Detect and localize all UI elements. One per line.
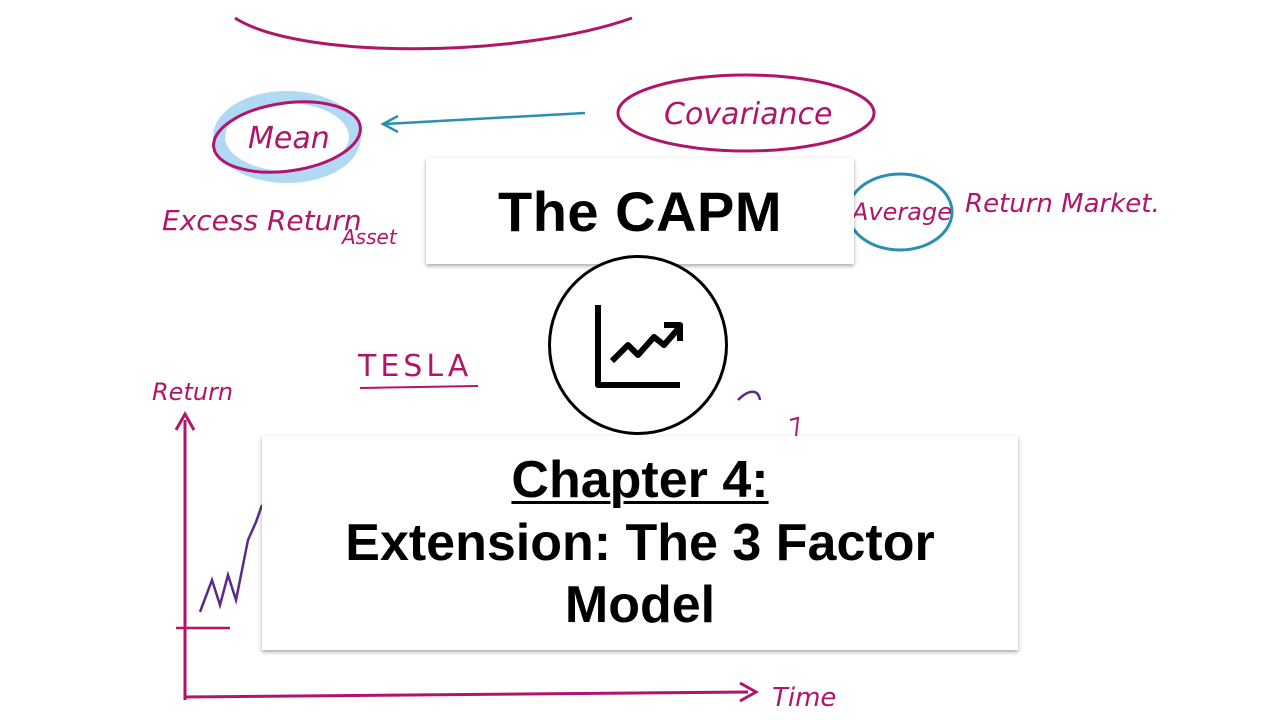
chapter-card: Chapter 4: Extension: The 3 Factor Model bbox=[262, 436, 1018, 650]
return-market-label: Return Market. bbox=[965, 189, 1160, 219]
asset-label: Asset bbox=[340, 225, 398, 249]
time-axis-label: Time bbox=[772, 683, 836, 713]
tesla-label: TESLA bbox=[357, 349, 472, 384]
chart-glyph bbox=[595, 305, 683, 388]
chapter-heading: Chapter 4: bbox=[511, 451, 769, 510]
average-label: Average bbox=[850, 198, 952, 226]
mean-label: Mean bbox=[248, 121, 330, 156]
excess-return-label: Excess Return bbox=[162, 204, 362, 237]
chapter-subtitle-line2: Model bbox=[564, 576, 716, 635]
title-card: The CAPM bbox=[426, 158, 854, 264]
covariance-label: Covariance bbox=[664, 97, 832, 132]
trending-up-chart-icon bbox=[548, 255, 728, 435]
chapter-subtitle-line1: Extension: The 3 Factor bbox=[345, 513, 935, 572]
title-text: The CAPM bbox=[498, 179, 782, 243]
return-axis-label: Return bbox=[152, 378, 233, 406]
